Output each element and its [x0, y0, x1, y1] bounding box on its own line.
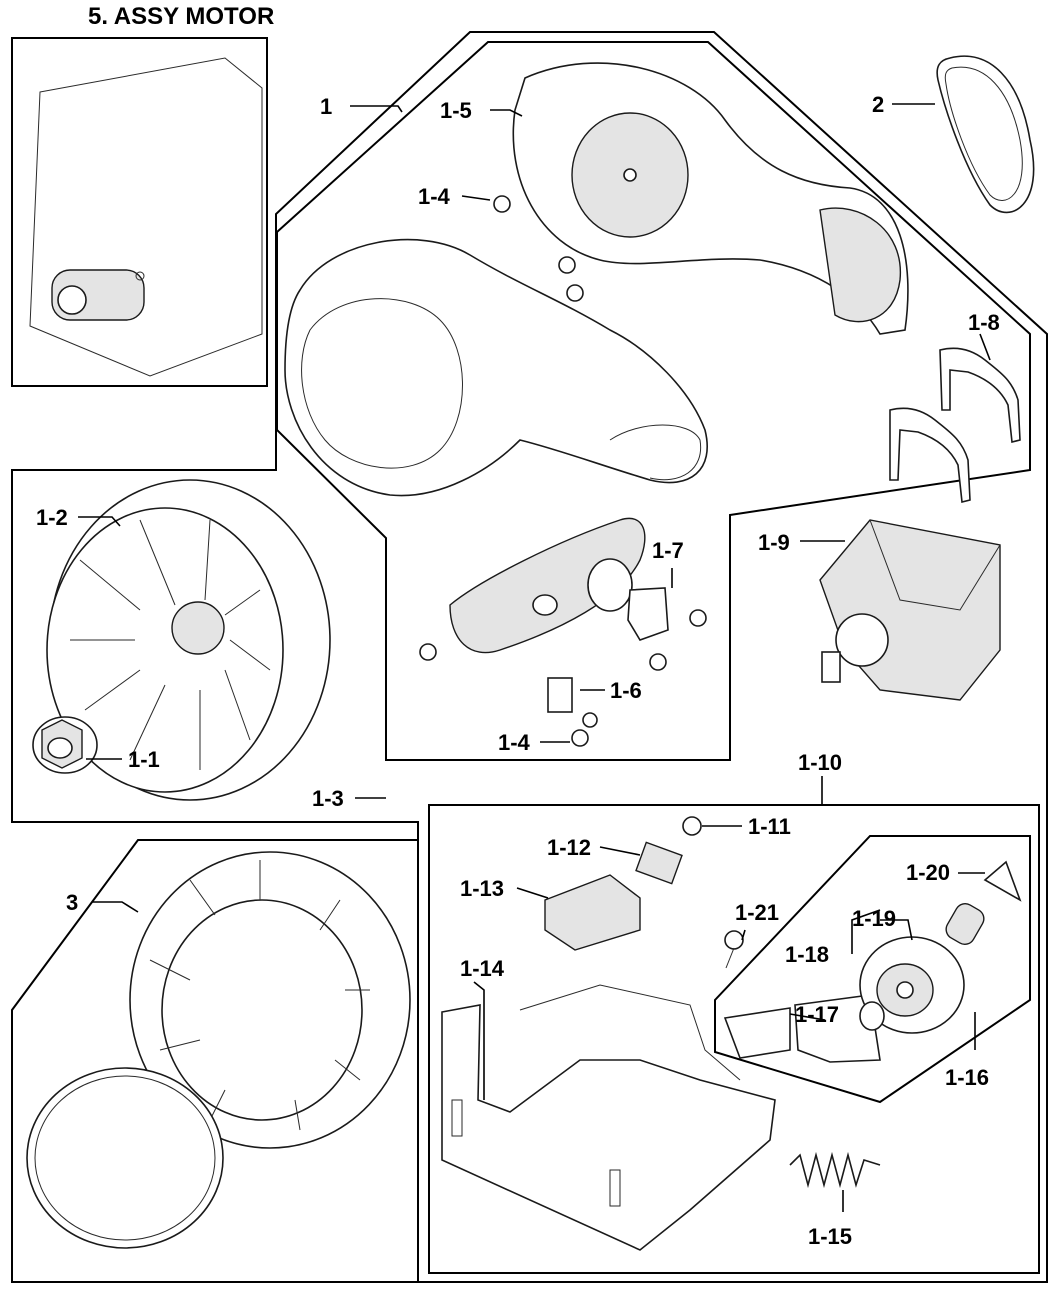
screws-upper	[493, 195, 584, 302]
callout-1-7: 1-7	[652, 538, 684, 563]
callout-1-16: 1-16	[945, 1065, 989, 1090]
overview-inset	[29, 57, 263, 377]
blower-housing-front	[284, 238, 708, 497]
idler-bracket-frame	[428, 804, 1040, 1274]
callout-1-6: 1-6	[610, 678, 642, 703]
callout-1-3: 1-3	[312, 786, 344, 811]
callout-1-18: 1-18	[785, 942, 829, 967]
idler-pulley-subframe	[714, 835, 1031, 1104]
overview-cabinet-outline	[29, 57, 263, 377]
callout-1-13: 1-13	[460, 876, 504, 901]
callout-1-21: 1-21	[735, 900, 779, 925]
callout-1-8: 1-8	[968, 310, 1000, 335]
callout-1-9: 1-9	[758, 530, 790, 555]
callout-1-4-upper: 1-4	[418, 184, 451, 209]
felt-seal-ring	[26, 1067, 224, 1249]
motor-clamps	[889, 347, 1021, 503]
drive-motor	[819, 519, 1001, 701]
callout-1-19: 1-19	[852, 906, 896, 931]
blower-housing-rear	[512, 62, 909, 335]
idler-pulley-assembly	[723, 860, 1022, 1063]
callout-1-20: 1-20	[906, 860, 950, 885]
housing-sensor-bracket	[419, 517, 707, 747]
leader-1-18	[851, 909, 881, 954]
leader-1-2	[78, 516, 121, 527]
leader-1	[350, 105, 403, 113]
motor-support-bracket	[441, 984, 776, 1251]
leader-3	[92, 901, 139, 913]
leader-1-21	[741, 929, 746, 941]
idler-spring	[789, 1151, 881, 1189]
callout-1-12: 1-12	[547, 835, 591, 860]
front-bulkhead	[129, 851, 411, 1149]
leader-1-13	[516, 887, 549, 899]
front-bulkhead-frame	[11, 839, 419, 1283]
callout-2: 2	[872, 92, 884, 117]
callout-1-2: 1-2	[36, 505, 68, 530]
leader-1-5	[490, 109, 523, 117]
callout-1-11: 1-11	[748, 814, 791, 839]
blower-housing-inner-frame	[276, 41, 1031, 761]
callout-1-4-lower: 1-4	[498, 730, 531, 755]
callout-1-15: 1-15	[808, 1224, 852, 1249]
blower-nut	[32, 716, 98, 774]
callout-1-1: 1-1	[128, 747, 160, 772]
callout-1: 1	[320, 94, 332, 119]
callout-3: 3	[66, 890, 78, 915]
leader-1-19	[880, 919, 913, 941]
leader-1-17	[789, 1013, 826, 1021]
leader-1-8	[979, 333, 991, 361]
leader-1-4-upper	[461, 195, 491, 201]
diagram-title: 5. ASSY MOTOR	[88, 3, 274, 30]
leader-lines	[78, 103, 991, 1212]
overview-blower-wheel	[57, 285, 87, 315]
callout-1-10: 1-10	[798, 750, 842, 775]
overview-frame	[11, 37, 268, 387]
overview-screw	[135, 271, 145, 281]
drive-belt	[936, 55, 1035, 214]
callout-1-17: 1-17	[795, 1002, 839, 1027]
door-switch-assembly	[544, 816, 744, 969]
leader-1-12	[599, 846, 641, 856]
leader-1-14	[473, 981, 485, 1100]
callout-1-14: 1-14	[460, 956, 505, 981]
callout-1-5: 1-5	[440, 98, 472, 123]
blower-wheel	[46, 479, 331, 801]
